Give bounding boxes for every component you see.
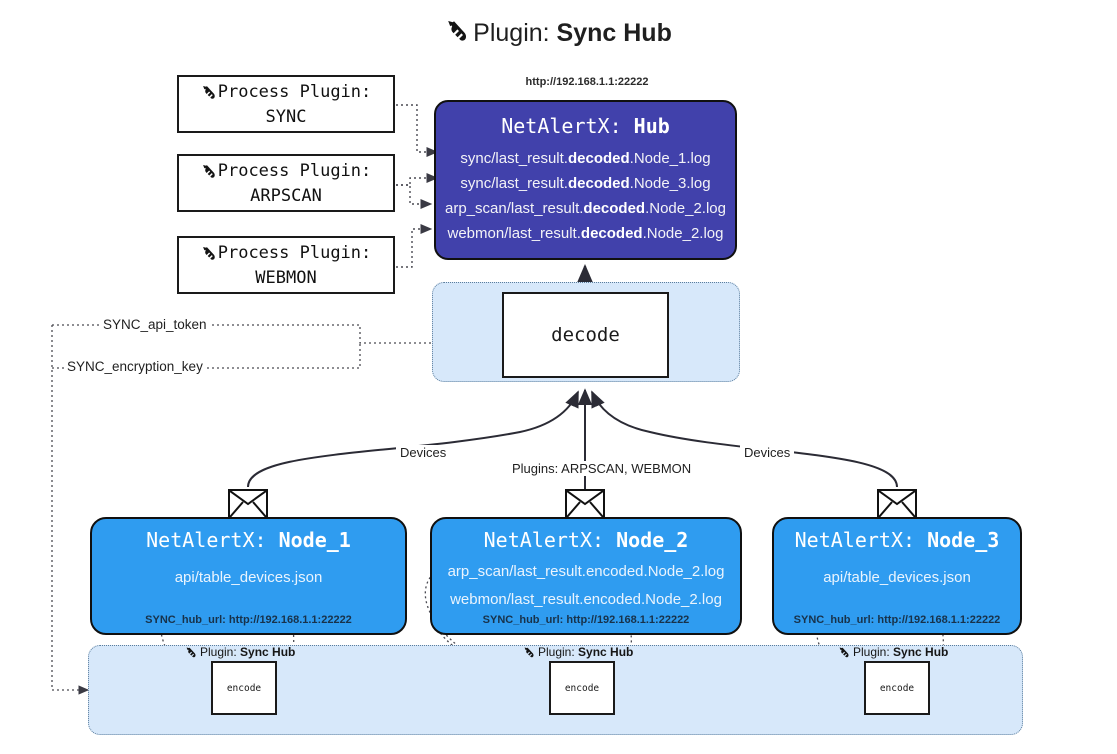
hub-node-box[interactable]: NetAlertX: Hub sync/last_result.decoded.… <box>434 100 737 260</box>
node-title-prefix: NetAlertX: <box>146 528 279 552</box>
node-artifact-line: arp_scan/last_result.encoded.Node_2.log <box>447 563 725 580</box>
process-plugin-label: Process Plugin: <box>217 161 372 181</box>
hub-log-pre: arp_scan/last_result. <box>445 200 584 217</box>
hub-log-strong: decoded <box>583 200 646 217</box>
process-plugin-label: Process Plugin: <box>217 82 372 102</box>
plug-icon <box>201 163 218 186</box>
hub-title-strong: Hub <box>633 114 670 138</box>
encode-box-1[interactable]: encode <box>211 661 277 715</box>
plug-icon <box>445 18 471 51</box>
hub-log-strong: decoded <box>567 175 630 192</box>
plug-icon <box>523 646 536 662</box>
encoder-caption-prefix: Plugin: <box>853 645 894 659</box>
hub-log-line-1: sync/last_result.decoded.Node_1.log <box>436 150 735 167</box>
node-title-strong: Node_1 <box>278 528 351 552</box>
encoder-caption-strong: Sync Hub <box>240 645 296 659</box>
hub-url-label: http://192.168.1.1:22222 <box>525 76 649 88</box>
hub-title-prefix: NetAlertX: <box>501 114 634 138</box>
encode-box-2[interactable]: encode <box>549 661 615 715</box>
hub-log-line-4: webmon/last_result.decoded.Node_2.log <box>436 225 735 242</box>
plug-icon <box>201 245 218 268</box>
encoder-caption-prefix: Plugin: <box>538 645 579 659</box>
envelope-icon <box>228 489 268 519</box>
node-artifact-line: api/table_devices.json <box>823 569 971 586</box>
node-title-prefix: NetAlertX: <box>483 528 617 552</box>
node-title: NetAlertX: Node_1 <box>92 528 405 552</box>
hub-title: NetAlertX: Hub <box>436 114 735 138</box>
encoder-caption-2: Plugin: Sync Hub <box>523 645 633 662</box>
hub-log-line-2: sync/last_result.decoded.Node_3.log <box>436 175 735 192</box>
hub-log-strong: decoded <box>580 225 643 242</box>
plug-icon <box>838 646 851 662</box>
hub-log-post: .Node_1.log <box>629 150 711 167</box>
hub-log-pre: sync/last_result. <box>460 150 568 167</box>
edge-label-plugins-center: Plugins: ARPSCAN, WEBMON <box>508 461 696 476</box>
encoder-caption-strong: Sync Hub <box>578 645 634 659</box>
encode-box-3[interactable]: encode <box>864 661 930 715</box>
decode-box[interactable]: decode <box>502 292 669 378</box>
hub-log-post: .Node_2.log <box>642 225 724 242</box>
node-artifact-line: api/table_devices.json <box>174 569 323 586</box>
hub-log-strong: decoded <box>567 150 630 167</box>
process-plugin-arpscan-box[interactable]: Process Plugin: ARPSCAN <box>177 154 395 212</box>
hub-log-pre: sync/last_result. <box>460 175 568 192</box>
page-title-strong: Sync Hub <box>556 19 672 47</box>
node-footer-hub-url: SYNC_hub_url: http://192.168.1.1:22222 <box>482 614 690 626</box>
secret-label-api-token: SYNC_api_token <box>100 317 210 332</box>
encoder-caption-prefix: Plugin: <box>200 645 241 659</box>
node-footer-hub-url: SYNC_hub_url: http://192.168.1.1:22222 <box>793 614 1001 626</box>
plug-icon <box>185 646 198 662</box>
page-title: Plugin: Sync Hub <box>0 18 1117 51</box>
process-plugin-sync-box[interactable]: Process Plugin: SYNC <box>177 75 395 133</box>
secret-label-encryption-key: SYNC_encryption_key <box>64 359 206 374</box>
hub-log-pre: webmon/last_result. <box>447 225 581 242</box>
encoder-caption-1: Plugin: Sync Hub <box>185 645 295 662</box>
hub-log-line-3: arp_scan/last_result.decoded.Node_2.log <box>436 200 735 217</box>
node-title-prefix: NetAlertX: <box>794 528 928 552</box>
process-plugin-webmon-box[interactable]: Process Plugin: WEBMON <box>177 236 395 294</box>
plug-icon <box>201 84 218 107</box>
node-artifact-line: webmon/last_result.encoded.Node_2.log <box>450 591 722 608</box>
process-plugin-label: Process Plugin: <box>217 243 372 263</box>
node-title-strong: Node_2 <box>616 528 689 552</box>
envelope-icon <box>877 489 917 519</box>
hub-log-post: .Node_3.log <box>629 175 711 192</box>
node-title: NetAlertX: Node_3 <box>774 528 1020 552</box>
process-plugin-name: ARPSCAN <box>250 186 322 207</box>
page-title-prefix: Plugin: <box>473 19 557 47</box>
envelope-icon <box>565 489 605 519</box>
node-title-strong: Node_3 <box>927 528 1000 552</box>
process-plugin-name: SYNC <box>265 107 307 128</box>
node-title: NetAlertX: Node_2 <box>432 528 740 552</box>
encoder-caption-strong: Sync Hub <box>893 645 949 659</box>
process-plugin-name: WEBMON <box>255 268 317 289</box>
edge-label-devices-right: Devices <box>740 445 795 460</box>
edge-label-devices-left: Devices <box>396 445 451 460</box>
node-box-node-3[interactable]: NetAlertX: Node_3 api/table_devices.json… <box>772 517 1022 635</box>
encoder-caption-3: Plugin: Sync Hub <box>838 645 948 662</box>
node-box-node-1[interactable]: NetAlertX: Node_1 api/table_devices.json… <box>90 517 407 635</box>
node-footer-hub-url: SYNC_hub_url: http://192.168.1.1:22222 <box>145 614 352 626</box>
node-box-node-2[interactable]: NetAlertX: Node_2 arp_scan/last_result.e… <box>430 517 742 635</box>
hub-log-post: .Node_2.log <box>645 200 726 217</box>
